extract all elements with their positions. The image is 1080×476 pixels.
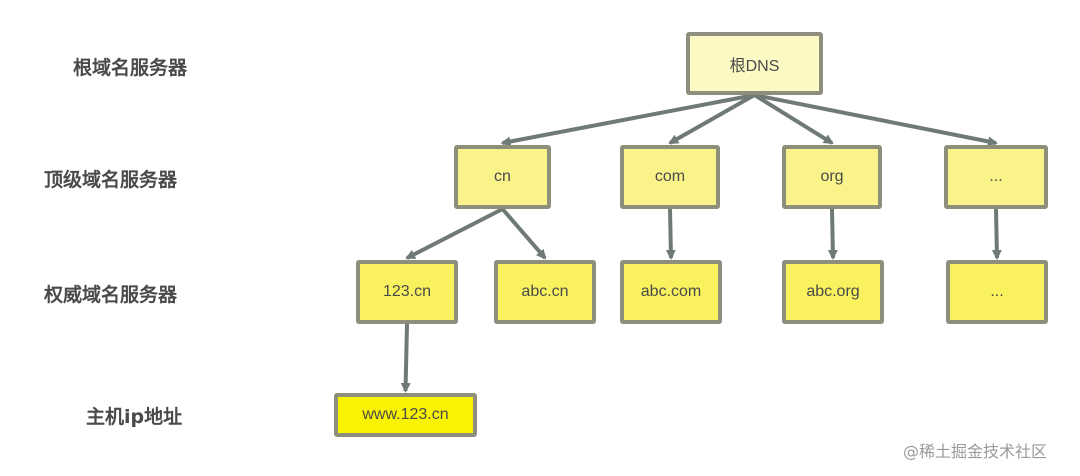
watermark: @稀土掘金技术社区 (903, 442, 1048, 461)
node-tld-cn: cn (454, 145, 551, 209)
level-label-root: 根域名服务器 (73, 57, 188, 79)
level-label-authoritative: 权威域名服务器 (44, 284, 178, 306)
level-label-host: 主机ip地址 (86, 406, 183, 428)
node-tld-org: org (782, 145, 882, 209)
edge-auth_123_cn-to-host_www_123_cn (400, 323, 411, 393)
node-root-dns: 根DNS (686, 32, 823, 95)
edge-tld_com-to-auth_abc_com (665, 208, 676, 260)
edge-tld_cn-to-auth_123_cn (405, 207, 504, 260)
edge-tld_cn-to-auth_abc_cn (500, 207, 547, 260)
edge-tld_more-to-auth_more (991, 208, 1002, 260)
node-auth-abc-cn: abc.cn (494, 260, 596, 324)
node-host-www-123-cn: www.123.cn (334, 393, 477, 437)
node-auth-abc-com: abc.com (620, 260, 722, 324)
edge-root-to-tld_cn (500, 93, 755, 147)
edge-root-to-tld_com (668, 93, 756, 145)
edge-tld_org-to-auth_abc_org (827, 208, 838, 260)
node-tld-com: com (620, 145, 720, 209)
edge-root-to-tld_org (753, 93, 834, 145)
level-label-tld: 顶级域名服务器 (44, 169, 178, 191)
node-auth-more: ... (946, 260, 1048, 324)
node-auth-123-cn: 123.cn (356, 260, 458, 324)
edge-root-to-tld_more (754, 93, 998, 147)
node-auth-abc-org: abc.org (782, 260, 884, 324)
node-tld-more: ... (944, 145, 1048, 209)
